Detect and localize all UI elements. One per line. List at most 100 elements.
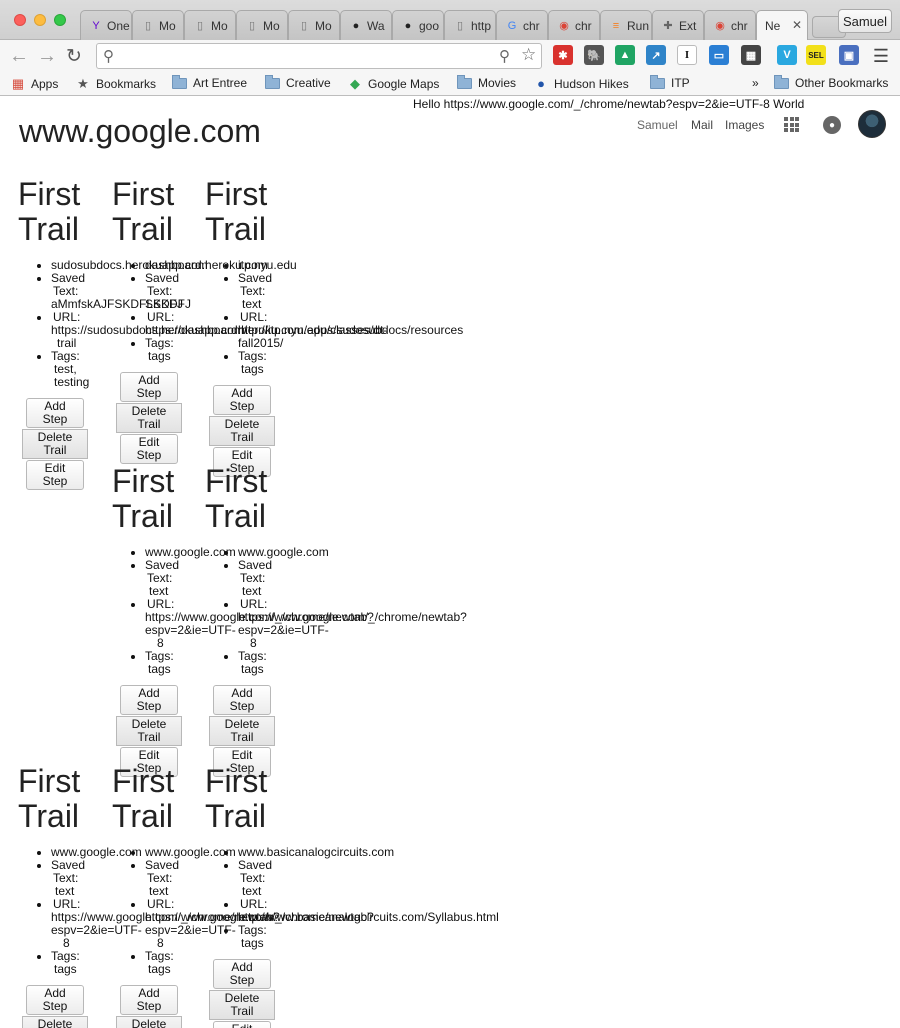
- new-badge-icon[interactable]: ↗: [646, 45, 666, 65]
- address-bar[interactable]: ⚲ ⚲ ☆: [96, 43, 542, 69]
- bookmark-item[interactable]: Other Bookmarks: [774, 74, 888, 90]
- add-step-button[interactable]: Add Step: [120, 685, 178, 715]
- browser-tab[interactable]: ≡Run: [600, 10, 652, 40]
- bookmark-item[interactable]: ▦Apps: [11, 76, 59, 92]
- address-input[interactable]: [121, 48, 491, 66]
- maximize-window-button[interactable]: [54, 14, 66, 26]
- evernote-icon[interactable]: 🐘: [584, 45, 604, 65]
- browser-tab[interactable]: ▯Mo: [236, 10, 288, 40]
- minimize-window-button[interactable]: [34, 14, 46, 26]
- url-value-line[interactable]: 8: [250, 636, 257, 650]
- browser-tab-label: Wa: [367, 18, 385, 33]
- edit-step-button[interactable]: Edit Step: [213, 447, 271, 477]
- close-tab-icon[interactable]: ✕: [791, 18, 802, 32]
- avatar[interactable]: [858, 110, 886, 138]
- bookmark-item[interactable]: ★Bookmarks: [76, 76, 156, 92]
- url-value-line[interactable]: espv=2&ie=UTF-: [145, 923, 236, 937]
- add-step-button[interactable]: Add Step: [26, 985, 84, 1015]
- bookmark-star-icon[interactable]: ☆: [521, 45, 537, 64]
- url-value-line[interactable]: http://www.basicanalogcircuits.com/Sylla…: [238, 910, 499, 924]
- add-step-button[interactable]: Add Step: [213, 685, 271, 715]
- apps-launcher-icon[interactable]: [784, 117, 799, 132]
- bookmark-label: Google Maps: [368, 77, 440, 91]
- forward-arrow-icon[interactable]: →: [37, 44, 57, 67]
- bookmark-item[interactable]: ITP: [650, 74, 690, 90]
- bookmark-item[interactable]: Movies: [457, 74, 516, 90]
- bookmark-item[interactable]: ◆Google Maps: [348, 76, 439, 92]
- url-value-line[interactable]: 8: [63, 936, 70, 950]
- multi-icon[interactable]: ▣: [839, 45, 859, 65]
- browser-tab[interactable]: Ne✕: [756, 10, 808, 40]
- window-icon[interactable]: ▭: [709, 45, 729, 65]
- edit-step-button[interactable]: Edit Step: [120, 434, 178, 464]
- back-arrow-icon[interactable]: ←: [9, 44, 29, 67]
- bookmark-item[interactable]: Creative: [265, 74, 331, 90]
- delete-trail-label: Delete: [131, 717, 167, 731]
- trail-card: FirstTrailwww.google.comSavedText:textUR…: [112, 464, 374, 777]
- drive-icon[interactable]: ▲: [615, 45, 635, 65]
- add-step-button[interactable]: Add Step: [213, 959, 271, 989]
- page-content: Hello https://www.google.com/_/chrome/ne…: [0, 97, 900, 1028]
- url-value-line[interactable]: trail: [57, 336, 77, 350]
- profile-button[interactable]: Samuel: [838, 9, 892, 33]
- edit-step-button[interactable]: Edit Step: [26, 460, 84, 490]
- trail-title-line: Trail: [205, 498, 267, 534]
- instapaper-icon[interactable]: I: [677, 45, 697, 65]
- gbar-images-link[interactable]: Images: [725, 118, 765, 132]
- notifications-bell-icon[interactable]: ●: [823, 116, 841, 134]
- browser-tab[interactable]: ◉chr: [548, 10, 600, 40]
- url-value-line[interactable]: http://itp.nyu.edu/classes/dt-: [238, 323, 388, 337]
- browser-tab[interactable]: ◉chr: [704, 10, 756, 40]
- tag-value: tags: [54, 962, 77, 976]
- edit-step-button[interactable]: Edit Step: [213, 747, 271, 777]
- url-value-line[interactable]: https://www.google.com/_/chrome/newtab?: [238, 610, 467, 624]
- v-icon[interactable]: V: [777, 45, 797, 65]
- reload-icon[interactable]: ↻: [66, 45, 82, 67]
- browser-tab[interactable]: ▯http: [444, 10, 496, 40]
- url-value-line[interactable]: espv=2&ie=UTF-: [238, 623, 329, 637]
- browser-tab-label: One: [107, 18, 130, 33]
- gbar-user-link[interactable]: Samuel: [637, 118, 678, 132]
- browser-tab[interactable]: ✚Ext: [652, 10, 704, 40]
- lastpass-icon[interactable]: ✱: [553, 45, 573, 65]
- bookmark-item[interactable]: Art Entree: [172, 74, 247, 90]
- browser-tab[interactable]: ●Wa: [340, 10, 392, 40]
- browser-tab[interactable]: ▯Mo: [132, 10, 184, 40]
- url-value-line[interactable]: 8: [157, 636, 164, 650]
- edit-step-button[interactable]: Edit Step: [120, 747, 178, 777]
- bookmark-item[interactable]: ●Hudson Hikes: [534, 76, 629, 91]
- url-value-line[interactable]: espv=2&ie=UTF-: [51, 923, 142, 937]
- browser-tab[interactable]: ▯Mo: [288, 10, 340, 40]
- menu-hamburger-icon[interactable]: ☰: [872, 45, 890, 66]
- add-step-button[interactable]: Add Step: [120, 372, 178, 402]
- edit-step-button[interactable]: Edit Step: [213, 1021, 271, 1028]
- browser-tab[interactable]: ●goo: [392, 10, 444, 40]
- add-step-button[interactable]: Add Step: [120, 985, 178, 1015]
- add-step-button[interactable]: Add Step: [213, 385, 271, 415]
- browser-tab[interactable]: ▯Mo: [184, 10, 236, 40]
- close-window-button[interactable]: [14, 14, 26, 26]
- url-value-line[interactable]: espv=2&ie=UTF-: [145, 623, 236, 637]
- sel-icon[interactable]: SEL: [806, 45, 826, 65]
- qr-icon[interactable]: ▦: [741, 45, 761, 65]
- add-step-button[interactable]: Add Step: [26, 398, 84, 428]
- url-value-line[interactable]: 8: [157, 936, 164, 950]
- gbar-mail-link[interactable]: Mail: [691, 118, 714, 132]
- zoom-icon[interactable]: ⚲: [499, 48, 510, 65]
- bookmark-item[interactable]: »: [752, 76, 759, 90]
- trail-steps: www.basicanalogcircuits.comSavedText:tex…: [205, 846, 499, 950]
- tags-label: Tags:: [145, 649, 174, 663]
- url-value-line[interactable]: fall2015/: [238, 336, 284, 350]
